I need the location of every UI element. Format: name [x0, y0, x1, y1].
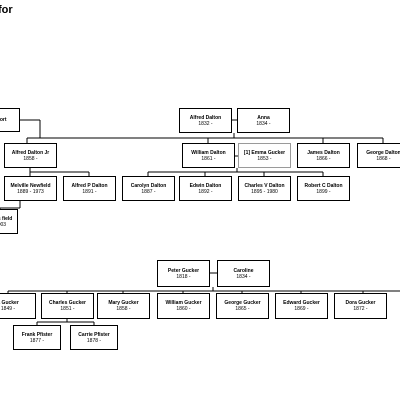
person-dates: 1834 -	[236, 273, 251, 280]
person-name: Frank Pfister	[21, 331, 53, 338]
person-dates: 1851 -	[60, 306, 75, 312]
person-dates: 1861 -	[201, 155, 216, 162]
person-dates: 1853 -	[257, 155, 272, 162]
person-name: Edward Gucker	[283, 300, 320, 306]
person-name: Alfred Dalton	[189, 114, 222, 121]
person-name: Alfred P Dalton	[71, 182, 108, 189]
person-name: Mary Gucker	[108, 300, 139, 306]
person-dates: 1832 -	[198, 120, 213, 127]
person-box-lois[interactable]: n-Lois field- 2003	[0, 209, 18, 234]
person-name: n-Lois field	[0, 215, 13, 222]
person-name: George Dalton	[366, 149, 400, 156]
person-name: William Dalton	[191, 149, 226, 156]
person-dates: 1849 -	[0, 306, 16, 312]
person-dates: 1865 -	[235, 306, 250, 312]
person-dates: 1899 -	[316, 188, 331, 195]
person-dates: 1892 -	[198, 188, 213, 195]
person-name: Charles Gucker	[49, 300, 86, 306]
person-dates: 1895 - 1980	[251, 188, 278, 195]
person-dates: - 2003	[0, 221, 7, 228]
person-dates: 1891 -	[82, 188, 97, 195]
chart-title: for	[0, 4, 13, 16]
person-dates: 1887 -	[141, 188, 156, 195]
person-name: Caroline	[233, 267, 254, 274]
person-name: Carrie Pfister	[78, 331, 110, 338]
person-name: Peter Gucker	[167, 267, 200, 274]
person-dates: 1872 -	[353, 306, 368, 312]
person-name: William Gucker	[165, 300, 202, 306]
person-dates: 1818 -	[176, 273, 191, 280]
person-name: [1] Emma Gucker	[243, 149, 286, 156]
person-dates: 1869 -	[294, 306, 309, 312]
person-dates: 1860 -	[176, 306, 191, 312]
person-name: Anna	[257, 114, 270, 121]
person-name: Edwin Dalton	[189, 182, 222, 189]
person-name: Robert C Dalton	[304, 182, 343, 189]
person-name: Melville Newfield	[10, 182, 51, 189]
person-name: George Gucker	[224, 300, 261, 306]
person-name: Charles V Dalton	[244, 182, 285, 189]
person-box-short[interactable]: Short	[0, 108, 20, 132]
person-name: L Gucker	[0, 300, 19, 306]
person-dates: 1834 -	[256, 120, 271, 127]
person-name: Short	[0, 117, 7, 123]
person-name: Dora Gucker	[345, 300, 376, 306]
person-dates: 1866 -	[316, 155, 331, 162]
person-name: James Dalton	[307, 149, 340, 156]
person-dates: 1877 -	[29, 337, 45, 344]
person-dates: 1889 - 1973	[17, 188, 44, 195]
person-dates: 1868 -	[376, 155, 391, 162]
person-dates: 1858 -	[116, 306, 131, 312]
person-name: Carolyn Dalton	[130, 182, 167, 189]
person-dates: 1858 -	[23, 155, 38, 162]
person-dates: 1878 -	[86, 337, 102, 344]
person-name: Alfred Dalton Jr	[11, 149, 50, 156]
